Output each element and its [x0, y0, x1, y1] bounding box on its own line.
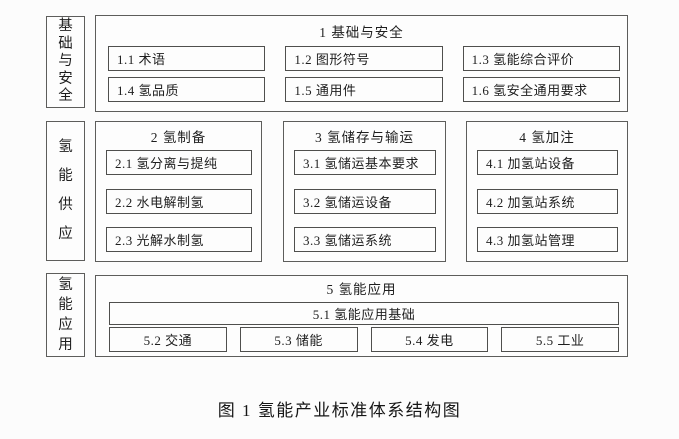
side-label-hydrogen-supply: 氢能供应	[46, 121, 85, 261]
side-label-hydrogen-application: 氢能应用	[46, 273, 85, 357]
section-hydrogen-refueling: 4 氢加注 4.1 加氢站设备 4.2 加氢站系统 4.3 加氢站管理	[466, 121, 628, 262]
item-2-1: 2.1 氢分离与提纯	[106, 150, 252, 175]
item-2-2: 2.2 水电解制氢	[106, 188, 252, 214]
item-5-1: 5.1 氢能应用基础	[109, 302, 619, 325]
section-title: 2 氢制备	[150, 130, 207, 145]
item-1-2: 1.2 图形符号	[285, 46, 443, 71]
side-label-text: 氢能供应	[58, 139, 73, 242]
section-title: 1 基础与安全	[319, 25, 404, 40]
item-3-1: 3.1 氢储运基本要求	[294, 150, 436, 175]
item-1-4: 1.4 氢品质	[108, 77, 266, 102]
item-1-5: 1.5 通用件	[285, 77, 443, 102]
section-hydrogen-storage-transport: 3 氢储存与输运 3.1 氢储运基本要求 3.2 氢储运设备 3.3 氢储运系统	[283, 121, 446, 262]
item-4-3: 4.3 加氢站管理	[477, 227, 618, 252]
item-5-3: 5.3 储能	[239, 327, 358, 352]
side-label-foundation-safety: 基础与安全	[46, 16, 85, 108]
item-1-1: 1.1 术语	[108, 46, 266, 71]
section-title: 5 氢能应用	[326, 282, 397, 297]
section-hydrogen-application: 5 氢能应用 5.1 氢能应用基础 5.2 交通 5.3 储能 5.4 发电 5…	[95, 275, 628, 357]
figure-caption: 图 1 氢能产业标准体系结构图	[217, 401, 462, 420]
section-foundation-safety: 1 基础与安全 1.1 术语 1.2 图形符号 1.3 氢能综合评价 1.4 氢…	[95, 15, 628, 112]
section-title: 3 氢储存与输运	[314, 130, 415, 145]
item-3-3: 3.3 氢储运系统	[294, 227, 436, 252]
item-1-6: 1.6 氢安全通用要求	[462, 77, 620, 102]
item-4-1: 4.1 加氢站设备	[477, 150, 618, 175]
item-5-5: 5.5 工业	[501, 327, 619, 352]
section-items-grid: 5.2 交通 5.3 储能 5.4 发电 5.5 工业	[109, 327, 619, 352]
item-5-4: 5.4 发电	[370, 327, 489, 352]
side-label-text: 基础与安全	[58, 18, 73, 105]
section-items-column: 2.1 氢分离与提纯 2.2 水电解制氢 2.3 光解水制氢	[106, 150, 252, 252]
section-hydrogen-production: 2 氢制备 2.1 氢分离与提纯 2.2 水电解制氢 2.3 光解水制氢	[95, 121, 262, 262]
side-label-text: 氢能应用	[58, 277, 73, 353]
item-5-2: 5.2 交通	[109, 327, 227, 352]
section-items-column: 4.1 加氢站设备 4.2 加氢站系统 4.3 加氢站管理	[477, 150, 618, 252]
section-items-column: 3.1 氢储运基本要求 3.2 氢储运设备 3.3 氢储运系统	[294, 150, 436, 252]
item-4-2: 4.2 加氢站系统	[477, 188, 618, 214]
item-2-3: 2.3 光解水制氢	[106, 227, 252, 252]
item-1-3: 1.3 氢能综合评价	[462, 46, 620, 71]
item-3-2: 3.2 氢储运设备	[294, 188, 436, 214]
section-title: 4 氢加注	[519, 130, 575, 145]
section-items-grid: 1.1 术语 1.2 图形符号 1.3 氢能综合评价 1.4 氢品质 1.5 通…	[108, 46, 620, 102]
